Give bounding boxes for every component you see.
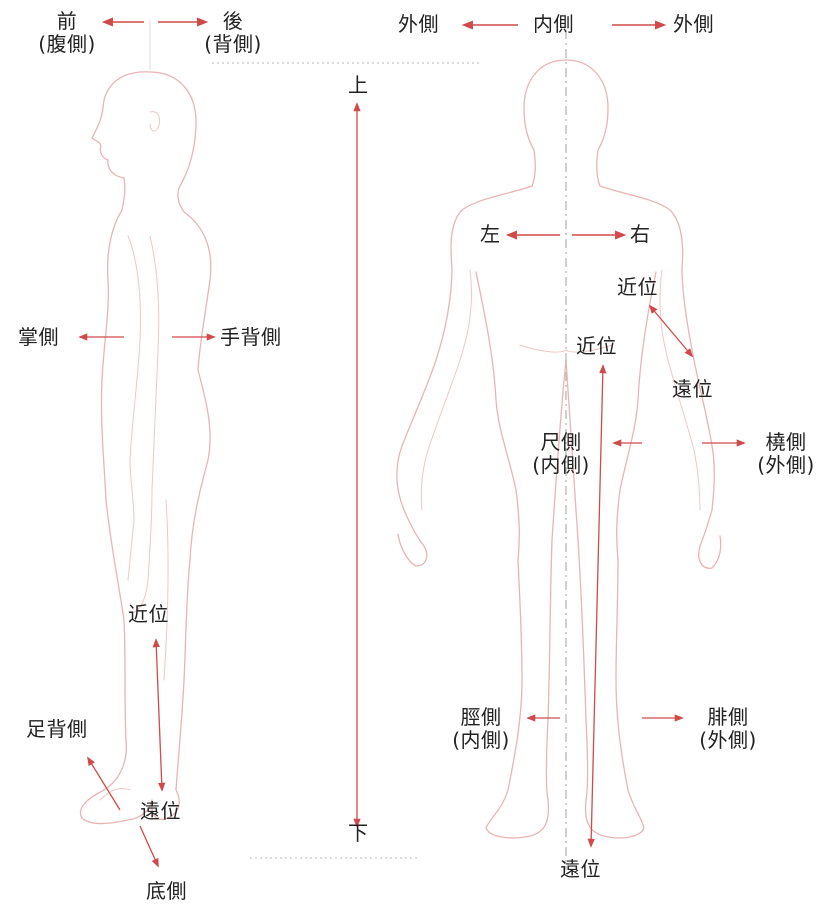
- label-up: 上: [348, 73, 369, 97]
- label-lateral-right: 外側: [673, 12, 714, 36]
- label-arm-proximal: 近位: [617, 275, 658, 299]
- arrow-dorsal-foot: [87, 756, 121, 811]
- label-radial-main: 橈側: [765, 430, 807, 454]
- arrow-plantar: [139, 825, 159, 868]
- label-arm-distal: 遠位: [672, 377, 713, 401]
- label-tibial-main: 脛側: [460, 705, 502, 729]
- label-plantar: 底側: [146, 879, 187, 903]
- label-medial: 内側: [533, 12, 574, 36]
- label-tibial: 脛側 (内側): [452, 706, 510, 752]
- label-back-main: 後: [222, 9, 244, 33]
- label-back-sub: (背側): [204, 32, 262, 56]
- label-ulnar-sub: (内側): [532, 453, 590, 477]
- label-ulnar-main: 尺側: [540, 430, 582, 454]
- arrow-leg-proximal-distal: [152, 638, 166, 792]
- label-dorsal-hand: 手背側: [220, 325, 282, 349]
- label-front-main: 前: [56, 9, 78, 33]
- label-fibular: 腓側 (外側): [699, 706, 757, 752]
- label-radial-sub: (外側): [757, 453, 815, 477]
- label-front: 前 (腹側): [38, 10, 96, 56]
- label-lateral-left: 外側: [398, 12, 439, 36]
- side-view-figure: [79, 71, 212, 825]
- label-leg-proximal-back: 近位: [576, 334, 617, 358]
- label-back: 後 (背側): [204, 10, 262, 56]
- label-radial: 橈側 (外側): [757, 431, 815, 477]
- label-left: 左: [480, 222, 501, 246]
- label-leg-distal: 遠位: [140, 799, 181, 823]
- label-fibular-main: 腓側: [707, 705, 749, 729]
- arrow-leg-proximal-distal-back: [587, 364, 607, 848]
- label-tibial-sub: (内側): [452, 728, 510, 752]
- label-down: 下: [348, 821, 369, 845]
- label-fibular-sub: (外側): [699, 728, 757, 752]
- label-ulnar: 尺側 (内側): [532, 431, 590, 477]
- label-palmar: 掌側: [18, 325, 59, 349]
- label-dorsal-foot: 足背側: [26, 717, 88, 741]
- label-front-sub: (腹側): [38, 32, 96, 56]
- label-leg-proximal: 近位: [128, 602, 169, 626]
- label-right: 右: [630, 222, 651, 246]
- label-leg-distal-back: 遠位: [560, 857, 601, 881]
- arrow-arm-proximal-distal: [648, 304, 694, 358]
